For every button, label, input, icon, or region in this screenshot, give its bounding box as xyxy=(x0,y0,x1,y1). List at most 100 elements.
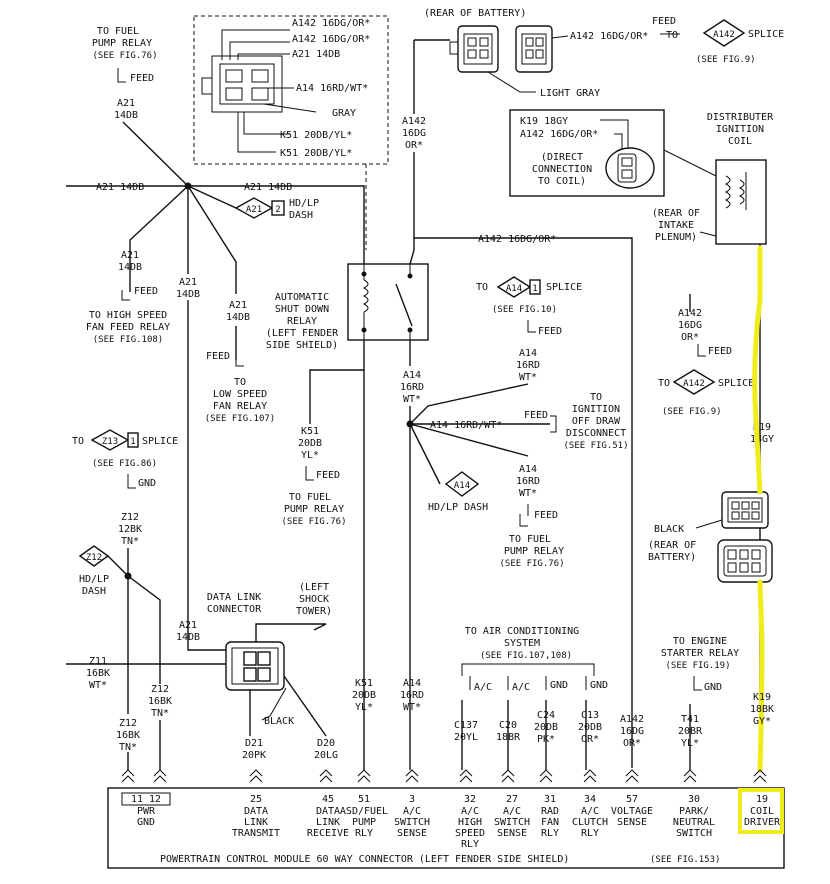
svg-text:16DG: 16DG xyxy=(678,320,702,331)
pcm-pins: 11 12PWRGND25DATALINKTRANSMIT45DATALINKR… xyxy=(121,792,781,850)
pin-label: DATA xyxy=(244,806,268,817)
a21-hd-lp-dash-connector: A21 2 HD/LP DASH xyxy=(234,197,319,221)
wire-label: A14 xyxy=(403,678,421,689)
pin-chevron xyxy=(459,769,473,783)
direct-connection-label: (DIRECT CONNECTION TO COIL) xyxy=(532,152,592,187)
wire-label: 18BR xyxy=(496,732,521,743)
a21-branch-3b: 14DB xyxy=(226,312,250,323)
svg-text:A14: A14 xyxy=(506,284,522,294)
svg-text:(SEE FIG.76): (SEE FIG.76) xyxy=(281,517,346,527)
pin-label: HIGH xyxy=(458,817,482,828)
svg-text:(SEE FIG.76): (SEE FIG.76) xyxy=(92,51,157,61)
relay-callout-3: A21 14DB xyxy=(292,49,340,60)
a14-inline-label: A14 16RD/WT* xyxy=(430,420,502,431)
ignition-coil-drawing xyxy=(715,159,767,245)
pin-number: 32 xyxy=(464,794,476,805)
svg-text:AUTOMATIC: AUTOMATIC xyxy=(275,292,329,303)
svg-text:TO HIGH SPEED: TO HIGH SPEED xyxy=(89,310,167,321)
svg-text:HD/LP: HD/LP xyxy=(79,574,109,585)
wire-label: C137 xyxy=(454,720,478,731)
rear-intake-label: (REAR OF INTAKE PLENUM) xyxy=(652,208,700,243)
pin-label: ASD/FUEL xyxy=(340,806,388,817)
svg-text:STARTER RELAY: STARTER RELAY xyxy=(661,648,739,659)
feed-label: FEED xyxy=(538,326,562,337)
pin-number: 3 xyxy=(409,794,415,805)
feed-label: FEED xyxy=(130,73,154,84)
pin-number: 19 xyxy=(756,794,768,805)
ac-system-label: TO AIR CONDITIONING SYSTEM (SEE FIG.107,… xyxy=(465,626,579,661)
svg-text:A21: A21 xyxy=(179,620,197,631)
fuel-pump-relay-left-label: TO FUEL PUMP RELAY (SEE FIG.76) xyxy=(281,492,346,527)
coil-driver-highlight xyxy=(752,245,765,773)
pin-label: RAD xyxy=(541,806,559,817)
pin-label: NEUTRAL xyxy=(673,817,715,828)
pin-number: 57 xyxy=(626,794,638,805)
svg-text:(LEFT FENDER: (LEFT FENDER xyxy=(266,328,339,339)
pin-chevron xyxy=(153,769,167,783)
pin-label: DRIVER xyxy=(744,817,781,828)
wire-label: 20DB xyxy=(578,722,602,733)
svg-text:Z12: Z12 xyxy=(86,553,102,563)
a142-mid-label: A142 16DG/OR* xyxy=(478,234,556,245)
svg-text:TO: TO xyxy=(590,392,602,403)
pin-number: 11 12 xyxy=(131,794,161,805)
svg-text:SPLICE: SPLICE xyxy=(718,378,754,389)
left-shock-tower-label: (LEFT SHOCK TOWER) xyxy=(296,582,332,617)
relay-callout-7: K51 20DB/YL* xyxy=(280,148,352,159)
svg-text:TO AIR CONDITIONING: TO AIR CONDITIONING xyxy=(465,626,579,637)
svg-text:16BK: 16BK xyxy=(116,730,140,741)
hd-lp-dash-inline: HD/LP DASH xyxy=(428,502,488,513)
svg-text:DATA LINK: DATA LINK xyxy=(207,592,261,603)
svg-text:A14: A14 xyxy=(519,464,537,475)
pin-chevron xyxy=(683,769,697,783)
pin-chevron xyxy=(501,769,515,783)
svg-text:TOWER): TOWER) xyxy=(296,606,332,617)
svg-text:DISCONNECT: DISCONNECT xyxy=(566,428,626,439)
svg-text:COIL: COIL xyxy=(728,136,752,147)
data-link-connector-label: DATA LINK CONNECTOR xyxy=(207,592,262,615)
feed-label: FEED xyxy=(708,346,732,357)
svg-text:A142: A142 xyxy=(713,30,735,40)
ac-feeds: A/C A/C GND GND xyxy=(469,676,608,693)
svg-text:SPLICE: SPLICE xyxy=(748,29,784,40)
pin-label: RLY xyxy=(581,828,599,839)
pin-label: LINK xyxy=(316,817,340,828)
pin-label: PARK/ xyxy=(679,806,709,817)
pin-number: 51 xyxy=(358,794,370,805)
svg-text:Z12: Z12 xyxy=(151,684,169,695)
z11-label: Z11 16BK WT* xyxy=(86,656,110,691)
svg-text:OFF DRAW: OFF DRAW xyxy=(572,416,621,427)
pcm-footer-label: POWERTRAIN CONTROL MODULE 60 WAY CONNECT… xyxy=(160,854,569,865)
svg-text:DASH: DASH xyxy=(82,586,106,597)
wire-label: T41 xyxy=(681,714,699,725)
pin-chevron xyxy=(121,769,135,783)
pin-chevron xyxy=(753,769,767,783)
pin-chevron xyxy=(539,769,553,783)
svg-text:WT*: WT* xyxy=(519,488,537,499)
svg-text:(LEFT: (LEFT xyxy=(299,582,329,593)
rear-of-battery-label: (REAR OF BATTERY) xyxy=(424,8,526,19)
pin-label: DATA xyxy=(316,806,340,817)
wire-label: D21 xyxy=(245,738,263,749)
svg-text:A14: A14 xyxy=(454,481,470,491)
svg-text:IGNITION: IGNITION xyxy=(716,124,764,135)
svg-text:DISTRIBUTER: DISTRIBUTER xyxy=(707,112,774,123)
wire-label: YL* xyxy=(681,738,699,749)
pin-label: LINK xyxy=(244,817,268,828)
relay-callout-6: K51 20DB/YL* xyxy=(280,130,352,141)
svg-text:(SEE FIG.51): (SEE FIG.51) xyxy=(563,441,628,451)
bottom-wire-labels: D2120PKD2020LGK5120DBYL*A1416RDWT*C13720… xyxy=(242,678,774,761)
a142-splice-right: A142 SPLICE xyxy=(672,369,754,395)
svg-text:TO ENGINE: TO ENGINE xyxy=(673,636,727,647)
pin-label: VOLTAGE xyxy=(611,806,653,817)
svg-text:TO: TO xyxy=(234,377,246,388)
pwr-gnd-pin-box xyxy=(121,792,171,806)
z12-16bk-left-label: Z12 16BK TN* xyxy=(116,718,140,753)
pin-label: FAN xyxy=(541,817,559,828)
svg-text:SIDE SHIELD): SIDE SHIELD) xyxy=(266,340,338,351)
z12-16bk-mid-label: Z12 16BK TN* xyxy=(148,684,172,719)
pin-label: A/C xyxy=(461,806,479,817)
svg-text:1: 1 xyxy=(130,437,135,447)
svg-text:DASH: DASH xyxy=(289,210,313,221)
